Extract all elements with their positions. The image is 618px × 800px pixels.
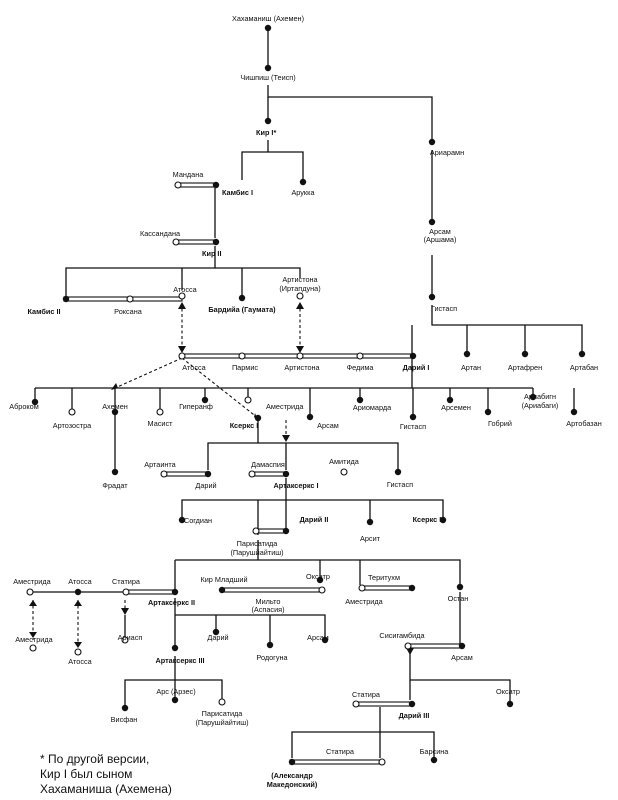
label-roksana: Роксана — [114, 307, 143, 316]
label-arsam3: Арсам — [307, 633, 329, 642]
label-bardiya: Бардийа (Гаумата) — [208, 305, 276, 314]
label-ariasp: Ариасп — [118, 633, 143, 642]
label-ars: Арс (Арзес) — [156, 687, 195, 696]
label-parisatida2-alt: (Парушйайтиш) — [195, 718, 248, 727]
label-arsam1: Арсам — [429, 227, 451, 236]
label-parisatida1-alt: (Парушйайтиш) — [230, 548, 283, 557]
label-artakserks1: Артаксеркс I — [273, 481, 318, 490]
label-darius1: Дарий I — [403, 363, 430, 372]
label-darius2: Дарий II — [300, 515, 329, 524]
label-alexander-alt: Македонский) — [267, 780, 318, 789]
label-ariabign: Ариабигн — [524, 392, 556, 401]
label-kir2: Кир II — [202, 249, 221, 258]
footnote-line-1: * По другой версии, — [40, 752, 150, 766]
label-atossa-top: Атосса — [173, 285, 197, 294]
label-amestrida3: Аместрида — [345, 597, 383, 606]
label-milto-alt: (Аспасия) — [251, 605, 284, 614]
label-ostan: Остан — [448, 594, 469, 603]
label-masist: Масист — [148, 419, 174, 428]
footnote-line-2: Кир I был сыном — [40, 767, 133, 781]
person-nodes — [26, 24, 586, 766]
label-artakserks3: Артаксеркс III — [155, 656, 204, 665]
label-amestrida4: Аместрида — [15, 635, 53, 644]
label-arsit: Арсит — [360, 534, 381, 543]
label-parisatida1: Парисатида — [237, 539, 279, 548]
label-kambis2: Камбис II — [27, 307, 60, 316]
label-terituhm: Теритухм — [368, 573, 400, 582]
label-arsam1-alt: (Аршама) — [424, 235, 457, 244]
footnote: * По другой версии, Кир I был сыном Хаха… — [40, 752, 172, 797]
label-ariomarda: Ариомарда — [353, 403, 392, 412]
label-fradat: Фрадат — [102, 481, 128, 490]
label-abrokom: Аброком — [9, 402, 39, 411]
label-artistona-mid: Артистона — [284, 363, 320, 372]
label-dariy-son: Дарий — [195, 481, 216, 490]
label-artafren: Артафрен — [508, 363, 542, 372]
label-ahemen: Ахемен — [102, 402, 128, 411]
label-artobazan: Артобазан — [566, 419, 602, 428]
label-statira2: Статира — [352, 690, 381, 699]
footnote-line-3: Хахаманиша (Ахемена) — [40, 782, 172, 796]
label-parisatida2: Парисатида — [202, 709, 244, 718]
label-amestrida-l: Аместрида — [13, 577, 51, 586]
label-arsam2: Арсам — [317, 421, 339, 430]
label-atossa4: Атосса — [68, 657, 92, 666]
label-kserks2: Ксеркс II — [413, 515, 444, 524]
label-arukka: Арукка — [291, 188, 315, 197]
label-oksatr1: Оксатр — [306, 572, 330, 581]
label-statira-l: Статира — [112, 577, 141, 586]
label-chishpish: Чишпиш (Теисп) — [240, 73, 295, 82]
label-atossa-l: Атосса — [68, 577, 92, 586]
label-kserks1: Ксеркс I — [230, 421, 259, 430]
label-gistasp1: Гистасп — [431, 304, 457, 313]
label-mandana: Мандана — [173, 170, 205, 179]
label-damaspia: Дамаспия — [251, 460, 285, 469]
label-barsina: Барсина — [420, 747, 450, 756]
label-artistona-top-alt: (Иртапдуна) — [279, 284, 320, 293]
label-artozostra: Артозостра — [53, 421, 92, 430]
label-artistona-top: Артистона — [282, 275, 318, 284]
label-artakserks2: Артаксеркс II — [148, 598, 195, 607]
marriage-bars — [63, 182, 463, 765]
label-fedima: Федима — [347, 363, 375, 372]
label-artainta: Артаинта — [144, 460, 176, 469]
label-giperanf: Гиперанф — [179, 402, 213, 411]
label-ariaramn: Ариарамн — [430, 148, 464, 157]
label-gobriy: Гобрий — [488, 419, 512, 428]
label-milto: Мильто — [256, 597, 281, 606]
label-artaban: Артабан — [570, 363, 598, 372]
label-atossa-mid: Атосса — [182, 363, 206, 372]
label-darius3: Дарий III — [399, 711, 430, 720]
label-alexander: (Александр — [271, 771, 313, 780]
label-gistasp2: Гистасп — [400, 422, 426, 431]
label-rodoguna: Родогуна — [256, 653, 288, 662]
label-amitida: Амитида — [329, 457, 360, 466]
label-sisigambida: Сисигамбида — [379, 631, 425, 640]
person-labels: Хахаманиш (Ахемен) Чишпиш (Теисп) Кир I*… — [9, 14, 602, 789]
label-sogdian: Согдиан — [184, 516, 212, 525]
label-hakhamanish: Хахаманиш (Ахемен) — [232, 14, 304, 23]
label-amestrida1: Аместрида — [266, 402, 304, 411]
label-ariay: Дарий — [207, 633, 228, 642]
label-parmis: Пармис — [232, 363, 258, 372]
label-kir1: Кир I* — [256, 128, 276, 137]
label-kambis1: Камбис I — [222, 188, 253, 197]
label-vicefan: Висфан — [111, 715, 138, 724]
label-statira3: Статира — [326, 747, 355, 756]
label-gistasp3: Гистасп — [387, 480, 413, 489]
label-arsemen: Арсемен — [441, 403, 471, 412]
label-kassandana: Кассандана — [140, 229, 181, 238]
label-oksatr2: Оксатр — [496, 687, 520, 696]
label-artan: Артан — [461, 363, 481, 372]
lineage-lines — [30, 28, 583, 758]
label-ariabign-alt: (Ариабаги) — [522, 401, 559, 410]
label-arsam4: Арсам — [451, 653, 473, 662]
label-kir-younger: Кир Младший — [200, 575, 247, 584]
